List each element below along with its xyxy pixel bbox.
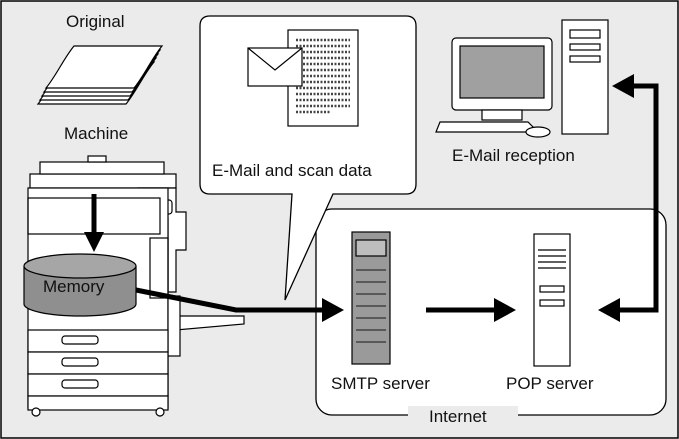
email-scan-data-label: E-Mail and scan data <box>212 161 372 180</box>
memory-cylinder-icon <box>23 253 137 317</box>
desktop-pc-icon <box>435 19 609 138</box>
scan-to-memory-arrowhead <box>84 232 104 252</box>
pop-server-icon <box>533 233 571 367</box>
smtp-server-label: SMTP server <box>331 374 430 393</box>
pc-to-pop-arrowhead <box>598 298 620 322</box>
envelope-icon <box>247 47 303 87</box>
email-bubble <box>199 15 417 301</box>
internet-label: Internet <box>429 407 487 426</box>
memory-label: Memory <box>43 277 105 296</box>
email-reception-label: E-Mail reception <box>452 146 575 165</box>
internet-label-gap <box>408 406 518 424</box>
smtp-to-pop-arrowhead <box>494 298 516 322</box>
memory-to-smtp-arrowhead <box>322 298 344 322</box>
memory-to-smtp-line <box>135 287 326 313</box>
smtp-server-icon <box>351 231 391 365</box>
pop-to-pc-line <box>616 83 659 313</box>
pop-to-pc-arrowhead <box>612 74 634 98</box>
pop-server-label: POP server <box>506 374 594 393</box>
machine-label: Machine <box>64 124 129 143</box>
paper-stack-icon <box>36 45 164 105</box>
original-label: Original <box>66 12 125 31</box>
